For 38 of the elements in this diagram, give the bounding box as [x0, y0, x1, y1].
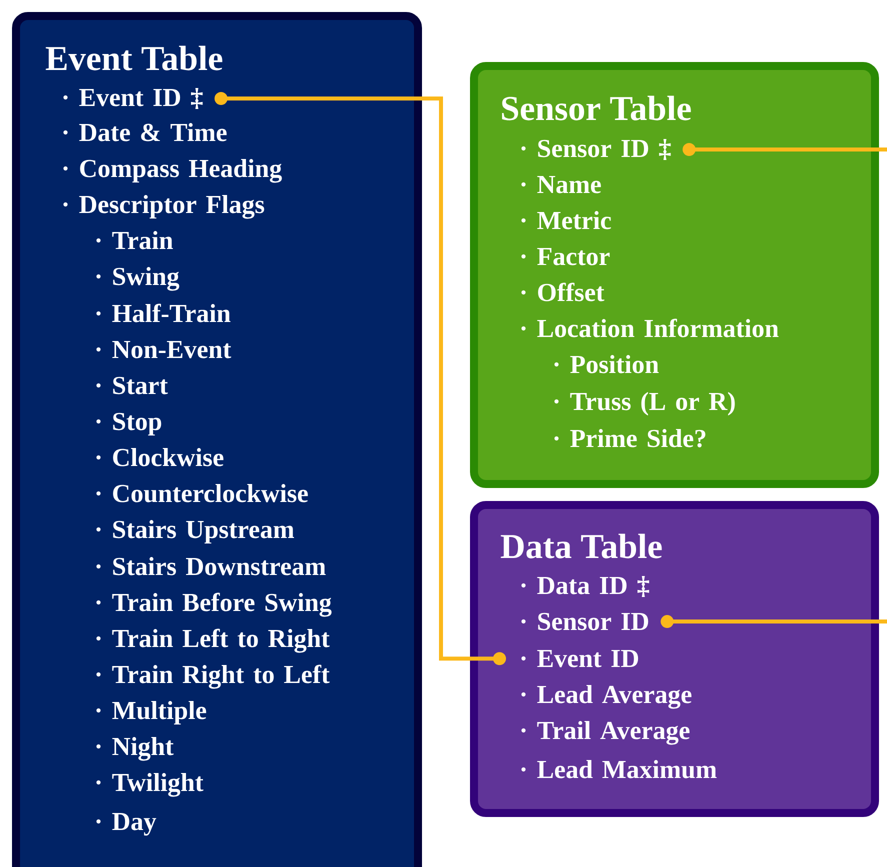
table-row: · Stop — [96, 412, 162, 436]
table-row: · Data ID ‡ — [521, 576, 650, 598]
table-row: · Train Right to Left — [96, 664, 330, 689]
table-row: · Lead Average — [521, 685, 692, 709]
table-row: · Night — [96, 737, 174, 761]
table-row: · Non-Event — [96, 341, 232, 358]
table-row: · Sensor ID — [521, 612, 648, 630]
table-row: · Position — [554, 355, 659, 374]
table-row: · Train — [96, 231, 173, 250]
table-row: · Train Before Swing — [96, 592, 332, 617]
table-row: · Start — [96, 376, 168, 394]
table-row: · Day — [96, 813, 156, 836]
table-row: · Compass Heading — [63, 159, 282, 183]
table-row: · Counterclockwise — [96, 484, 308, 502]
table-row: · Event ID ‡ — [63, 88, 203, 110]
table-row: · Descriptor Flags — [63, 195, 264, 219]
connector-line — [660, 143, 887, 628]
table-row: · Metric — [521, 211, 611, 230]
table-row: · Clockwise — [96, 448, 224, 466]
table-row: · Twilight — [96, 773, 204, 797]
table-row: · Truss (L or R) — [554, 392, 735, 416]
table-row: · Location Information — [521, 318, 779, 338]
table-row: · Multiple — [96, 701, 206, 724]
table-row: · Event ID — [521, 650, 638, 668]
table-row: · Name — [521, 176, 601, 194]
table-row: · Swing — [96, 267, 180, 291]
table-row: · Prime Side? — [554, 429, 706, 448]
table-row: · Trail Average — [521, 721, 690, 745]
table-row: · Stairs Downstream — [96, 557, 326, 576]
table-row: · Stairs Upstream — [96, 520, 294, 544]
table-row: · Lead Maximum — [521, 760, 717, 778]
table-row: · Factor — [521, 248, 610, 266]
table-row: · Sensor ID ‡ — [521, 139, 671, 160]
table-row: · Offset — [521, 282, 604, 302]
table-row: · Date & Time — [63, 123, 227, 142]
table-row: · Half-Train — [96, 304, 230, 322]
table-row: · Train Left to Right — [96, 628, 330, 653]
connector-line — [214, 92, 506, 666]
